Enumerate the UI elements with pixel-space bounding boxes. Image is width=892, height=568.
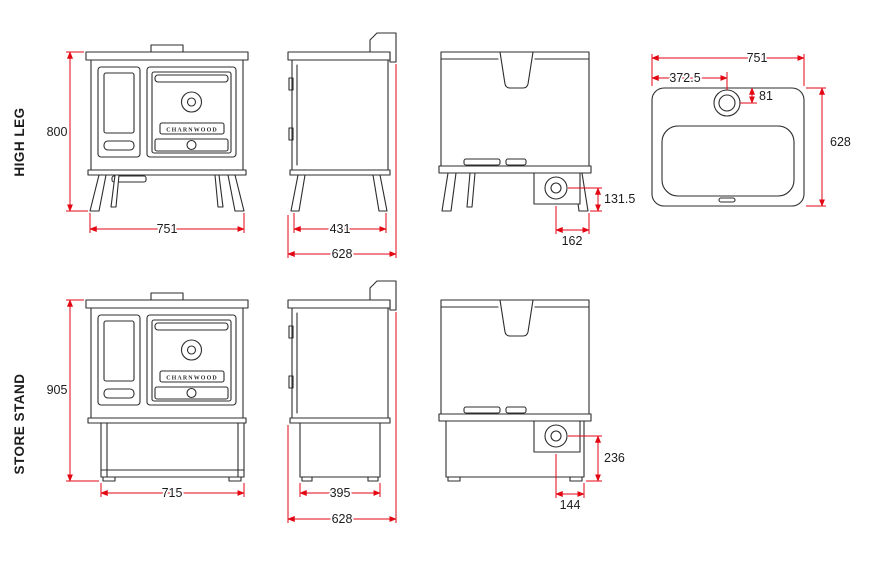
dim-high-leg-top-flue-centre: 372.5 [651, 69, 728, 90]
dim-label-high-leg-rear-outlet-height: 131.5 [604, 192, 635, 206]
dim-store-stand-rear-outlet-height: 236 [568, 435, 627, 482]
door-knob [186, 387, 197, 399]
dim-high-leg-front-width: 751 [89, 213, 245, 238]
stove-body [90, 307, 244, 419]
dim-high-leg-front-height: 800 [45, 51, 88, 212]
dim-high-leg-side-body-depth: 431 [293, 213, 387, 238]
dim-store-stand-side-overall-depth: 628 [287, 312, 397, 528]
ash-tray-handle [111, 175, 147, 183]
fire-door [97, 314, 141, 406]
high-leg-front-view: CHARNWOOD [85, 44, 249, 212]
store-stand-back-view [438, 299, 592, 482]
top-view-front-face [661, 125, 795, 197]
front-legs [89, 174, 245, 212]
row-high-leg: HIGH LEG CHARNWOOD [12, 32, 853, 263]
rear-vent [505, 158, 527, 166]
dim-label-high-leg-front-height: 800 [47, 125, 68, 139]
thermometer-dial [180, 91, 203, 113]
rear-vent [505, 406, 527, 414]
stove-body [90, 59, 244, 171]
brand-text: CHARNWOOD [166, 128, 218, 134]
base-lip [87, 417, 247, 424]
door-knob [186, 139, 197, 151]
oven-door: CHARNWOOD [146, 314, 237, 406]
dim-high-leg-top-flue-to-rear: 81 [740, 87, 775, 105]
dim-label-high-leg-top-flue-centre: 372.5 [669, 71, 700, 85]
dim-label-store-stand-rear-outlet-height: 236 [604, 451, 625, 465]
rear-vent [463, 158, 501, 166]
top-plate-recess [499, 299, 534, 337]
rear-vent [463, 406, 501, 414]
top-view-flue-collar [713, 89, 741, 117]
door-hinge [288, 375, 294, 389]
flue-collar [150, 292, 184, 301]
rear-flue-outlet [533, 420, 581, 453]
rear-flue-outlet [533, 172, 581, 205]
side-legs [290, 174, 388, 212]
high-leg-back-view [438, 51, 592, 212]
dim-label-high-leg-top-depth: 628 [830, 135, 851, 149]
high-leg-side-view [287, 32, 397, 212]
high-leg-top-view [651, 87, 805, 207]
thermometer-dial [180, 339, 203, 361]
store-stand-base [299, 422, 381, 482]
dim-high-leg-top-width: 751 [651, 49, 805, 86]
dim-label-store-stand-front-width: 715 [162, 486, 183, 500]
store-stand-base [100, 422, 245, 482]
top-plate [85, 299, 249, 309]
store-stand-side-view [287, 280, 397, 482]
dim-high-leg-rear-outlet-offset: 162 [555, 206, 590, 250]
door-hinge [288, 325, 294, 339]
store-stand-front-view: CHARNWOOD [85, 292, 249, 482]
brand-plate [159, 370, 225, 383]
dim-high-leg-rear-outlet-height: 131.5 [568, 187, 637, 212]
dim-store-stand-rear-outlet-offset: 144 [555, 454, 585, 514]
dim-label-high-leg-side-body-depth: 431 [330, 222, 351, 236]
top-plate [85, 51, 249, 61]
dim-high-leg-top-depth: 628 [806, 87, 853, 207]
dim-store-stand-front-width: 715 [100, 483, 245, 502]
dim-label-high-leg-top-flue-to-rear: 81 [759, 89, 773, 103]
dim-store-stand-front-height: 905 [45, 299, 99, 482]
dim-label-store-stand-rear-outlet-offset: 144 [560, 498, 581, 512]
door-hinge [288, 127, 294, 141]
base-lip [87, 169, 247, 176]
dim-label-high-leg-front-width: 751 [157, 222, 178, 236]
dim-label-high-leg-top-width: 751 [747, 51, 768, 65]
brand-text: CHARNWOOD [166, 376, 218, 382]
dim-high-leg-side-overall-depth: 628 [287, 64, 397, 263]
oven-door: CHARNWOOD [146, 66, 237, 158]
dim-store-stand-side-base-depth: 395 [299, 483, 381, 502]
dim-label-store-stand-front-height: 905 [47, 383, 68, 397]
row-store-stand: STORE STAND CHARNWOOD [12, 280, 627, 528]
dim-label-store-stand-side-overall-depth: 628 [332, 512, 353, 526]
dim-label-store-stand-side-base-depth: 395 [330, 486, 351, 500]
top-plate-recess [499, 51, 534, 89]
dim-label-high-leg-rear-outlet-offset: 162 [562, 234, 583, 248]
row-label-store-stand: STORE STAND [12, 373, 27, 474]
brand-plate [159, 122, 225, 135]
flue-collar [150, 44, 184, 53]
door-hinge [288, 77, 294, 91]
row-label-high-leg: HIGH LEG [12, 107, 27, 176]
fire-door [97, 66, 141, 158]
dim-label-high-leg-side-overall-depth: 628 [332, 247, 353, 261]
top-view-handle [718, 197, 736, 203]
